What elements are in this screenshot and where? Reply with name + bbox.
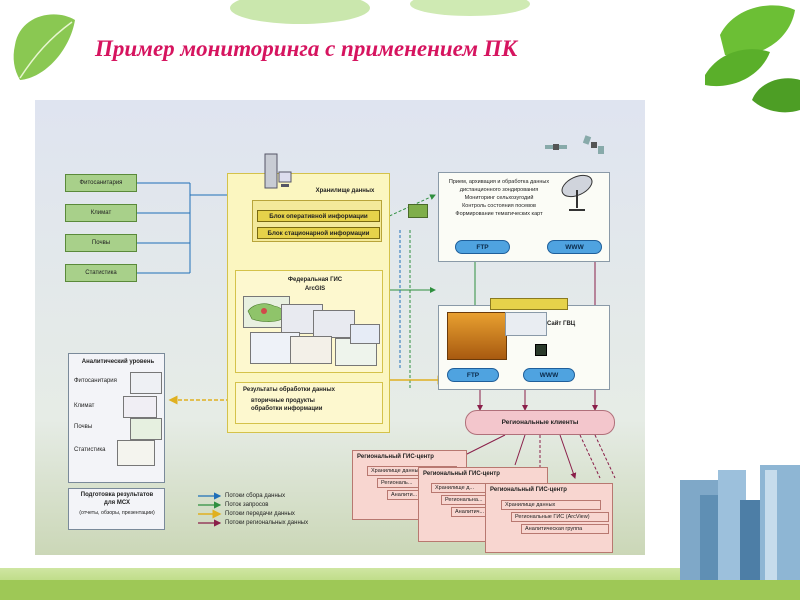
legend-label: Потоки передачи данных (225, 510, 295, 518)
reception-line: Мониторинг сельхозугодий (443, 194, 555, 202)
results-line2: обработки информации (251, 405, 381, 413)
map-thumbnail (130, 372, 162, 394)
site-title: Сайт ГВЦ (547, 320, 597, 328)
storage-title: Хранилище данных (305, 187, 385, 196)
analytic-item: Климат (74, 402, 94, 410)
prep-line1: Подготовка результатов (71, 491, 163, 499)
regional-clients: Региональные клиенты (465, 410, 615, 435)
source-statistics: Статистика (65, 264, 137, 282)
regional-row: Региональные ГИС (ArcView) (511, 512, 609, 522)
ftp-button[interactable]: FTP (455, 240, 510, 254)
map-thumbnail (123, 396, 157, 418)
map-thumbnail (130, 418, 162, 440)
block-stationary: Блок стационарной информации (257, 227, 380, 239)
site-screenshot-image (447, 312, 507, 360)
buildings-illustration (680, 465, 800, 580)
reception-line: дистанционного зондирования (443, 186, 555, 194)
source-phytosanitary: Фитосанитария (65, 174, 137, 192)
satellite-dish-icon (555, 168, 600, 213)
satellite-icon (583, 134, 605, 156)
site-banner-image (490, 298, 568, 310)
map-thumbnail (290, 336, 332, 364)
screenshot-thumbnail (313, 310, 355, 338)
federal-gis-title: Федеральная ГИС (275, 276, 355, 284)
reception-line: Формирование тематических карт (443, 210, 555, 218)
analytic-item: Почвы (74, 423, 92, 431)
reception-line: Прием, архивация и обработка данных (443, 178, 555, 186)
table-thumbnail (117, 440, 155, 466)
leaf-icon (230, 0, 530, 24)
analytic-level-title: Аналитический уровень (73, 358, 163, 366)
satellite-image-thumbnail (408, 204, 428, 218)
site-logo-image (535, 344, 547, 356)
results-line1: вторичные продукты (251, 397, 381, 405)
slide-title: Пример мониторинга с применением ПК (95, 36, 517, 62)
federal-gis-subtitle: ArcGIS (275, 285, 355, 293)
analytic-item: Фитосанитария (74, 377, 117, 385)
legend-label: Потоки региональных данных (225, 519, 308, 527)
site-www-button[interactable]: WWW (523, 368, 575, 382)
www-button[interactable]: WWW (547, 240, 602, 254)
regional-row: Аналитическая группа (521, 524, 609, 534)
regional-row: Хранилище данных (501, 500, 601, 510)
regional-gis-center-title: Региональный ГИС-центр (490, 486, 567, 494)
leaf-icon (14, 14, 75, 80)
block-operational: Блок оперативной информации (257, 210, 380, 222)
server-icon (263, 152, 293, 192)
leaf-icon (705, 5, 800, 112)
legend-label: Поток запросов (225, 501, 268, 509)
prep-line2: для МСХ (71, 499, 163, 507)
satellite-icon (545, 138, 567, 156)
source-climate: Климат (65, 204, 137, 222)
monitoring-diagram: Фитосанитария Климат Почвы Статистика Хр… (35, 100, 645, 555)
site-ftp-button[interactable]: FTP (447, 368, 499, 382)
screenshot-thumbnail (350, 324, 380, 344)
reception-line: Контроль состояния посевов (443, 202, 555, 210)
regional-gis-center-title: Региональный ГИС-центр (357, 453, 434, 461)
source-soils: Почвы (65, 234, 137, 252)
results-title: Результаты обработки данных (243, 386, 381, 394)
site-text-thumbnail (505, 312, 547, 336)
prep-line3: (отчеты, обзоры, презентации) (71, 509, 163, 517)
legend-label: Потоки сбора данных (225, 492, 285, 500)
reception-text: Прием, архивация и обработка данных дист… (443, 178, 555, 218)
analytic-item: Статистика (74, 446, 106, 454)
regional-gis-center-title: Региональный ГИС-центр (423, 470, 500, 478)
